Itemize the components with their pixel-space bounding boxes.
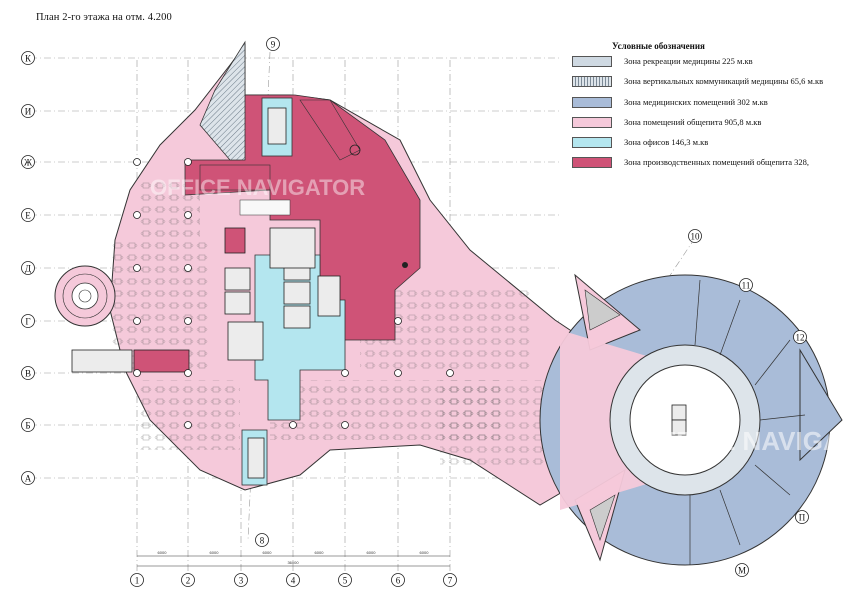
core-shafts (71, 107, 341, 479)
number-axis-markers (130, 573, 457, 587)
plan-title: План 2-го этажа на отм. 4.200 (36, 12, 172, 23)
axis-letter-e: Е (25, 211, 31, 221)
axis-diag-9: 9 (271, 40, 276, 50)
dim-span-4: 6000 (315, 550, 325, 555)
axis-diag-8: 8 (260, 536, 265, 546)
axis-number-7: 7 (448, 576, 453, 586)
axis-diag-12: 12 (796, 333, 805, 343)
legend-swatch-medical (572, 97, 612, 108)
axis-letter-zh: Ж (24, 158, 33, 168)
legend-label-medical: Зона медицинских помещений 302 м.кв (624, 97, 768, 107)
axis-number-2: 2 (186, 576, 191, 586)
axis-number-1: 1 (135, 576, 140, 586)
legend-swatch-offices (572, 137, 612, 148)
dim-span-3: 6000 (263, 550, 273, 555)
legend-swatch-recreation (572, 56, 612, 67)
diagonal-axis-markers (255, 37, 809, 577)
dim-span-1: 6000 (158, 550, 168, 555)
columns (133, 158, 454, 429)
spiral-stair (54, 265, 116, 327)
axis-diag-p: П (799, 513, 806, 523)
axis-number-5: 5 (343, 576, 348, 586)
legend-label-recreation: Зона рекреации медицины 225 м.кв (624, 56, 753, 66)
dimension-line (137, 555, 450, 567)
legend-label-offices: Зона офисов 146,3 м.кв (624, 137, 709, 147)
axis-letter-v: В (25, 369, 31, 379)
axis-number-6: 6 (396, 576, 401, 586)
axis-letter-g: Г (25, 317, 30, 327)
hatched-atrium (199, 40, 246, 161)
legend-swatch-dining (572, 117, 612, 128)
medical-building (539, 273, 843, 566)
axis-letter-d: Д (25, 264, 31, 274)
legend-label-vertical: Зона вертикальных коммуникаций медицины … (624, 76, 824, 86)
axis-letter-k: К (25, 54, 32, 64)
axis-number-3: 3 (239, 576, 244, 586)
legend-label-production: Зона производственных помещений общепита… (624, 157, 810, 167)
axis-number-4: 4 (291, 576, 296, 586)
axis-diag-10: 10 (691, 232, 701, 242)
legend-label-dining: Зона помещений общепита 905,8 м.кв (624, 117, 762, 127)
axis-letter-a: А (25, 474, 32, 484)
dim-total: 36000 (287, 560, 299, 565)
dim-span-6: 6000 (420, 550, 430, 555)
dim-span-2: 6000 (210, 550, 220, 555)
watermark-text-main: OFFICE NAVIGATOR (150, 175, 365, 200)
axis-letter-b: Б (25, 421, 30, 431)
dim-span-5: 6000 (367, 550, 377, 555)
legend-swatch-production (572, 157, 612, 168)
axis-letter-i: И (25, 107, 32, 117)
letter-axis-markers (21, 51, 35, 485)
axis-diag-m: М (738, 566, 746, 576)
legend-title: Условные обозначения (612, 41, 705, 51)
watermark-text-medical: OFFICE NAVIGATOR (640, 426, 850, 456)
legend-swatch-vertical (572, 76, 612, 87)
axis-diag-11: 11 (742, 281, 751, 291)
